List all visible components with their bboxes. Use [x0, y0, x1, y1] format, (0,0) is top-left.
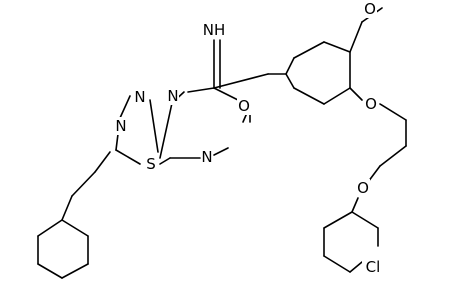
bond-line	[37, 219, 63, 237]
bond-line	[351, 197, 359, 213]
bond-line	[61, 195, 73, 221]
bond-line	[159, 157, 171, 165]
bond-line	[213, 147, 229, 156]
methoxy-oxygen-label: O	[364, 0, 376, 18]
bond-line	[323, 255, 351, 273]
bond-line	[37, 263, 63, 279]
bond-line	[149, 99, 159, 153]
ring-nitrogen-label: N	[201, 148, 212, 166]
bond-line	[379, 145, 407, 167]
bond-line	[379, 103, 407, 121]
bond-line	[351, 211, 379, 229]
bond-layer	[37, 7, 407, 279]
chlorine-label: Cl	[366, 258, 381, 276]
bond-line	[323, 211, 353, 229]
bond-line	[323, 41, 351, 53]
bond-line	[323, 87, 351, 105]
bond-line	[71, 171, 96, 197]
ether-oxygen-label: O	[357, 179, 369, 197]
bond-line	[159, 102, 173, 159]
bond-line	[349, 87, 363, 101]
imine-nh-label: NH	[203, 21, 226, 39]
bond-line	[213, 73, 269, 89]
bond-line	[293, 41, 325, 59]
bond-line	[285, 73, 295, 89]
bond-line	[119, 95, 131, 119]
bond-line	[187, 87, 215, 93]
bond-line	[115, 149, 141, 165]
bond-line	[349, 21, 363, 53]
bond-line	[61, 219, 89, 237]
bond-line	[349, 261, 363, 273]
ether-oxygen-label: O	[365, 95, 377, 113]
ring-nitrogen-label: N	[134, 88, 145, 106]
carbonyl-oxygen-label: O	[238, 97, 250, 115]
bond-line	[285, 57, 295, 75]
ring-nitrogen-label: N	[167, 87, 178, 105]
bond-line	[293, 87, 325, 105]
sulfur-label: S	[146, 155, 156, 173]
bond-line	[61, 263, 89, 279]
bond-line	[94, 151, 111, 173]
ring-nitrogen-label: N	[115, 117, 126, 135]
atom-label-layer: NH O O O O N N N N S Cl	[115, 0, 384, 276]
